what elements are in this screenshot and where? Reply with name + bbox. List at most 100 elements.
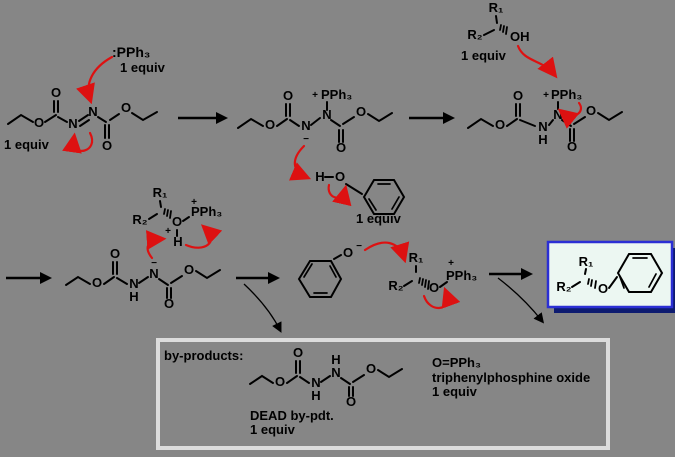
curly-arrow-n-to-h	[146, 230, 167, 260]
atom-label-oxygen: O	[336, 140, 346, 155]
reaction-arrow-3	[6, 272, 52, 284]
byproduct-arrow-left	[243, 283, 282, 333]
curly-arrow-pph3-attack	[76, 55, 114, 105]
betaine-structure: O O N − N + PPh₃ O O	[237, 87, 393, 155]
dead-byproduct-label: DEAD by-pdt.	[250, 408, 334, 423]
protonated-betaine-structure: O O N H N + PPh₃ O O	[467, 87, 623, 154]
reaction-arrow-5	[489, 268, 533, 280]
equiv-label: 1 equiv	[4, 137, 50, 152]
atom-label-oxygen: O	[184, 262, 194, 277]
byproducts-box-frame	[156, 338, 610, 450]
substituent-r1: R₁	[489, 0, 504, 15]
equiv-label: 1 equiv	[432, 384, 478, 399]
charge-plus: +	[543, 90, 549, 101]
atom-label-oxygen: O	[513, 88, 523, 103]
atom-label-oxygen: O	[92, 275, 102, 290]
atom-label-nitrogen: N	[129, 276, 138, 291]
atom-label-nitrogen: N	[68, 116, 77, 131]
atom-label-hydrogen: H	[129, 289, 138, 304]
charge-minus: −	[356, 241, 362, 252]
atom-label-hydrogen: H	[538, 132, 547, 147]
atom-label-nitrogen: N	[88, 104, 97, 119]
substituent-r2: R₂	[388, 278, 403, 293]
atom-label-oxygen: O	[429, 280, 439, 295]
phenoxide-structure: O −	[297, 241, 362, 298]
substituent-r2: R₂	[132, 212, 147, 227]
atom-label-hydrogen: H	[173, 234, 182, 249]
atom-label-oxygen: O	[283, 88, 293, 103]
pph3-group-label: PPh₃	[321, 87, 352, 102]
atom-label-oxygen: O	[366, 361, 376, 376]
curly-arrow-deprotonation	[288, 144, 312, 181]
curly-arrow-np-bond	[557, 101, 582, 129]
atom-label-oxygen: O	[102, 138, 112, 153]
curly-arrow-oh-bond	[327, 183, 352, 207]
charge-plus: +	[312, 90, 318, 101]
pph3-reagent: :PPh₃ 1 equiv	[112, 44, 166, 75]
alkoxyphosphonium-structure: R₁ R₂ O + PPh₃	[388, 250, 477, 295]
substituent-r1: R₁	[153, 185, 168, 200]
atom-label-nitrogen: N	[301, 118, 310, 133]
charge-plus: +	[448, 258, 454, 269]
substituent-r1: R₁	[579, 254, 594, 269]
atom-label-oxygen: O	[121, 100, 131, 115]
atom-label-nitrogen: N	[322, 107, 331, 122]
atom-label-nitrogen: N	[538, 119, 547, 134]
atom-label-oxygen: O	[164, 296, 174, 311]
atom-label-oxygen: O	[110, 246, 120, 261]
curly-arrow-op-leaving	[422, 286, 461, 309]
atom-label-hydrogen: H	[311, 388, 320, 403]
atom-label-oxygen: O	[495, 117, 505, 132]
atom-label-oxygen: O	[335, 169, 345, 184]
atom-label-hydrogen: H	[331, 352, 340, 367]
phenol-structure: H O 1 equiv	[315, 169, 406, 226]
protonated-oxyphosphonium-structure: R₁ R₂ O + + PPh₃ H	[132, 185, 222, 249]
atom-label-oxygen: O	[275, 374, 285, 389]
atom-label-oxygen: O	[265, 117, 275, 132]
substituent-r1: R₁	[409, 250, 424, 265]
atom-label-oxygen: O	[34, 115, 44, 130]
hydroxyl-label: OH	[510, 29, 530, 44]
atom-label-oxygen: O	[586, 103, 596, 118]
dead-byproduct-structure: O O N H N H O O DEAD by-pdt. 1 equiv	[249, 345, 403, 437]
reaction-arrow-4	[236, 272, 280, 284]
opph3-label: O=PPh₃	[432, 355, 481, 370]
equiv-label: 1 equiv	[356, 211, 402, 226]
atom-label-oxygen: O	[567, 139, 577, 154]
charge-minus: −	[151, 258, 157, 269]
reaction-arrow-2	[409, 112, 455, 124]
atom-label-hydrogen: H	[315, 169, 324, 184]
pph3-reagent-label: :PPh₃	[112, 44, 150, 60]
atom-label-nitrogen: N	[311, 375, 320, 390]
equiv-label: 1 equiv	[120, 60, 166, 75]
charge-plus: +	[191, 197, 197, 208]
tppo-byproduct: O=PPh₃ triphenylphosphine oxide 1 equiv	[432, 355, 590, 399]
charge-plus: +	[165, 226, 171, 237]
reaction-arrow-1	[178, 112, 228, 124]
atom-label-oxygen: O	[51, 85, 61, 100]
curly-arrow-sn2-attack	[363, 241, 410, 264]
alcohol-structure: R₁ R₂ OH 1 equiv	[461, 0, 530, 63]
charge-minus: −	[303, 134, 309, 145]
byproducts-title: by-products:	[164, 348, 243, 363]
atom-label-oxygen: O	[346, 394, 356, 409]
atom-label-nitrogen: N	[331, 365, 340, 380]
curly-arrow-h-to-op	[184, 224, 223, 249]
substituent-r2: R₂	[467, 27, 482, 42]
pph3-group-label: PPh₃	[446, 268, 477, 283]
atom-label-oxygen: O	[172, 214, 182, 229]
equiv-label: 1 equiv	[461, 48, 507, 63]
atom-label-oxygen: O	[598, 281, 608, 296]
product-box-frame	[546, 240, 674, 309]
product-box: R₁ R₂ O	[546, 240, 675, 313]
pph3-group-label: PPh₃	[191, 204, 222, 219]
equiv-label: 1 equiv	[250, 422, 296, 437]
byproducts-box: by-products: O O N H N H O O DEAD by-pdt…	[156, 338, 610, 450]
atom-label-oxygen: O	[356, 104, 366, 119]
dead-structure: O O N N O O 1 equiv	[4, 85, 158, 153]
tppo-name-label: triphenylphosphine oxide	[432, 370, 590, 385]
substituent-r2: R₂	[556, 279, 571, 294]
curly-arrow-alcohol-attack	[516, 44, 558, 79]
